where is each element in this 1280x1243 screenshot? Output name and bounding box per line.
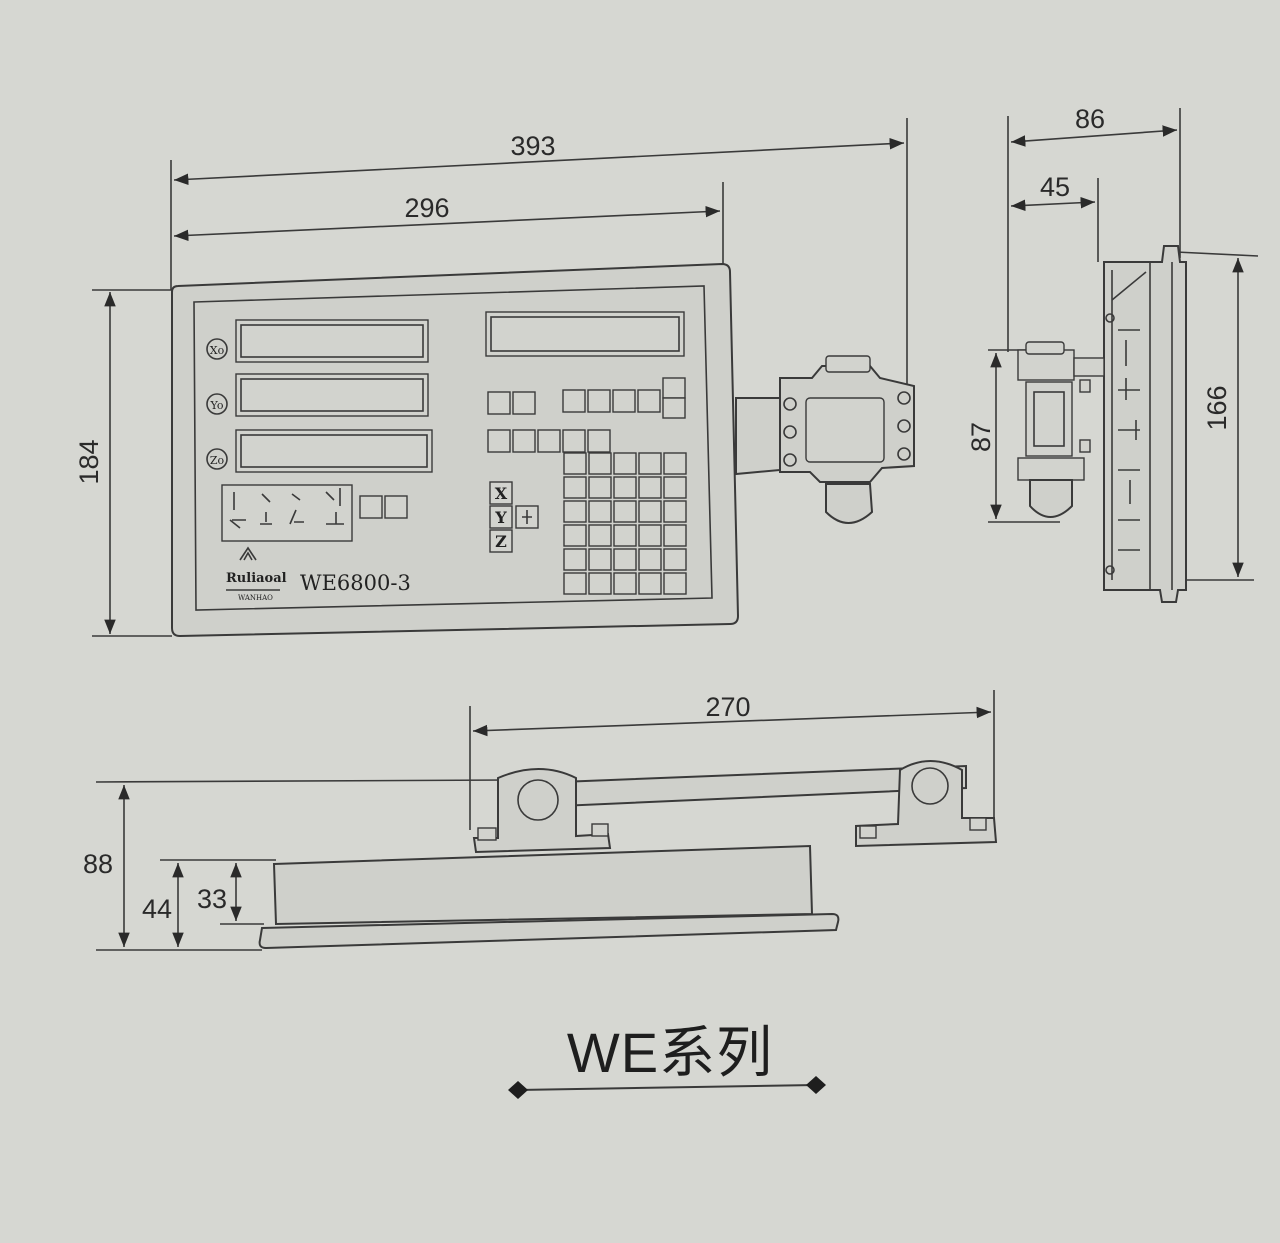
dim-86-label: 86 xyxy=(1075,104,1105,134)
display-bezel xyxy=(193,285,713,611)
left-clamp xyxy=(472,768,612,854)
keypad-key xyxy=(563,572,587,595)
dim-line-270 xyxy=(472,706,992,737)
model-number: WE6800-3 xyxy=(300,571,411,595)
keypad-key xyxy=(588,476,612,499)
z-axis-zero-label: Zo xyxy=(210,454,225,467)
keypad-key xyxy=(663,500,687,523)
dim-88-label: 88 xyxy=(83,849,113,879)
keypad-key xyxy=(663,572,687,595)
dim-87-label: 87 xyxy=(966,422,996,452)
front-view: 393 296 184 Xo Yo Zo xyxy=(74,118,915,638)
x-axis-zero-label: Xo xyxy=(210,344,225,357)
secondary-display xyxy=(485,311,685,357)
dim-270-label: 270 xyxy=(705,692,750,722)
keypad-key xyxy=(638,548,662,571)
top-front-panel xyxy=(258,912,840,950)
y-axis-zero-label: Yo xyxy=(210,399,224,412)
segment-digits xyxy=(229,488,344,529)
dim-296-label: 296 xyxy=(404,193,449,223)
side-view: 86 45 87 166 xyxy=(966,104,1259,603)
keypad-key xyxy=(613,572,637,595)
function-keys xyxy=(487,377,686,453)
keypad-key xyxy=(638,452,662,475)
dim-393-label: 393 xyxy=(510,131,555,161)
dim-33-label: 33 xyxy=(197,884,227,914)
segment-display xyxy=(221,484,353,542)
keypad-key xyxy=(663,548,687,571)
brand-subtext: WANHAO xyxy=(238,594,273,602)
x-axis-display xyxy=(235,319,429,363)
keypad-key xyxy=(663,452,687,475)
side-housing xyxy=(1103,245,1187,603)
y-select-key xyxy=(489,505,513,529)
dim-184-label: 184 xyxy=(74,439,104,484)
keypad-key xyxy=(638,476,662,499)
keypad-key xyxy=(638,500,662,523)
keypad-key xyxy=(613,548,637,571)
keypad-key xyxy=(663,476,687,499)
keypad-key xyxy=(563,452,587,475)
keypad-key xyxy=(588,548,612,571)
keypad-key xyxy=(563,524,587,547)
keypad-key xyxy=(563,500,587,523)
series-title: WE系列 xyxy=(566,1021,774,1084)
keypad-key xyxy=(613,524,637,547)
keypad-key xyxy=(588,524,612,547)
dim-line-45 xyxy=(1010,196,1096,212)
top-housing xyxy=(272,844,814,926)
dim-line-393 xyxy=(173,137,905,186)
dim-45-label: 45 xyxy=(1040,172,1070,202)
keypad-key xyxy=(638,572,662,595)
keypad-key xyxy=(588,500,612,523)
dim-166-label: 166 xyxy=(1202,385,1232,430)
y-axis-display xyxy=(235,373,429,417)
x-select-key xyxy=(489,481,513,505)
keypad-key xyxy=(588,452,612,475)
title-underline xyxy=(508,1076,826,1099)
top-view: 270 88 44 33 xyxy=(83,690,998,951)
z-axis-display xyxy=(235,429,433,473)
dim-line-86 xyxy=(1010,125,1178,147)
numeric-keypad xyxy=(563,452,687,595)
z-select-key xyxy=(489,529,513,553)
x-axis-zero-key xyxy=(206,338,228,360)
dim-44-label: 44 xyxy=(142,894,172,924)
keypad-key xyxy=(563,548,587,571)
z-select-label: Z xyxy=(495,532,507,551)
z-axis-zero-key xyxy=(206,448,228,470)
brand-logo-icon xyxy=(239,546,257,561)
half-icon xyxy=(522,510,532,524)
display-key-2 xyxy=(384,495,408,519)
display-key-1 xyxy=(359,495,383,519)
y-select-label: Y xyxy=(494,508,507,527)
keypad-key xyxy=(613,452,637,475)
x-select-label: X xyxy=(495,484,508,503)
dim-line-296 xyxy=(173,205,721,242)
keypad-key xyxy=(588,572,612,595)
keypad-key xyxy=(563,476,587,499)
side-bracket xyxy=(1017,341,1105,518)
keypad-key xyxy=(613,476,637,499)
y-axis-zero-key xyxy=(206,393,228,415)
brand-logo-text: Ruliaoal xyxy=(226,571,287,586)
keypad-key xyxy=(638,524,662,547)
keypad-key xyxy=(663,524,687,547)
front-mount-bracket xyxy=(735,355,915,524)
keypad-key xyxy=(613,500,637,523)
